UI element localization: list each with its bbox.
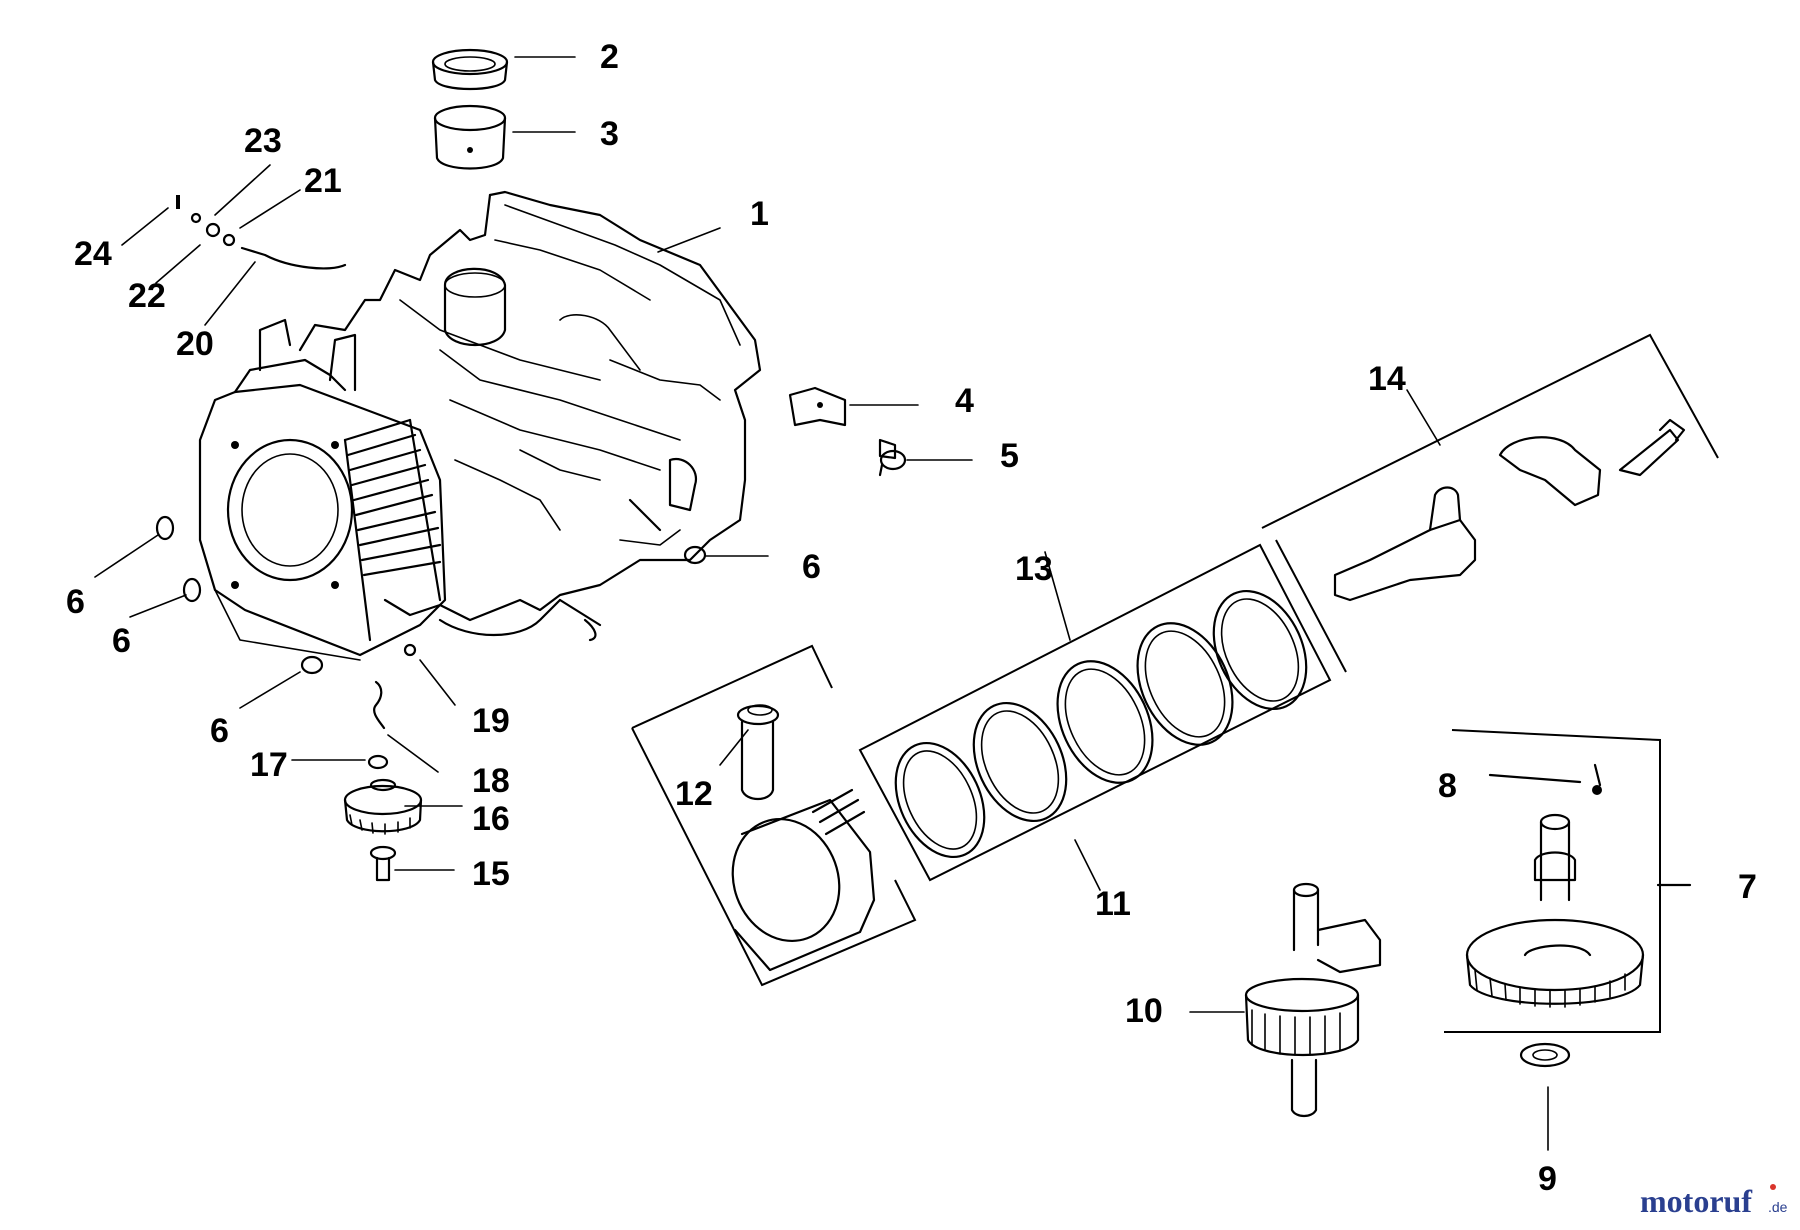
callout-10: 10 [1125, 992, 1163, 1030]
callout-14: 14 [1368, 360, 1406, 398]
callout-8: 8 [1438, 767, 1457, 805]
callout-9: 9 [1538, 1160, 1557, 1198]
callout-4: 4 [955, 382, 974, 420]
callout-16: 16 [472, 800, 510, 838]
camshaft-group [1444, 729, 1692, 1068]
connecting-rod-group [1261, 333, 1719, 673]
callout-11: 11 [1095, 885, 1131, 923]
callout-24: 24 [74, 235, 112, 273]
leader-lines [94, 56, 1549, 1151]
governor-parts-drawings [343, 643, 423, 882]
callout-2: 2 [600, 38, 619, 76]
crankcase-drawing [198, 190, 762, 661]
plug-drawings [155, 515, 707, 675]
callout-6-right: 6 [802, 548, 821, 586]
callout-17: 17 [250, 746, 288, 784]
watermark-logo: motoruf .de [1640, 1183, 1788, 1219]
callout-19: 19 [472, 702, 510, 740]
callout-18: 18 [472, 762, 510, 800]
callout-12: 12 [675, 775, 713, 813]
callout-labels: 2 3 1 4 5 6 6 6 6 19 18 17 16 15 23 21 2… [66, 38, 1757, 1198]
watermark-brand: motoruf [1640, 1183, 1752, 1219]
piston-rings-group [858, 543, 1332, 882]
callout-6-left-top: 6 [66, 583, 85, 621]
watermark-dot [1770, 1184, 1776, 1190]
bracket-and-fitting-drawings [788, 386, 907, 477]
callout-23: 23 [244, 122, 282, 160]
bearing-sleeve-drawings [431, 48, 509, 170]
callout-20: 20 [176, 325, 214, 363]
callout-1: 1 [750, 195, 769, 233]
callout-13: 13 [1015, 550, 1053, 588]
callout-15: 15 [472, 855, 510, 893]
callout-6-left-bottom: 6 [210, 712, 229, 750]
callout-7: 7 [1738, 868, 1757, 906]
piston-group [631, 644, 917, 987]
callout-22: 22 [128, 277, 166, 315]
callout-21: 21 [304, 162, 342, 200]
watermark-suffix: .de [1768, 1199, 1788, 1215]
callout-5: 5 [1000, 437, 1019, 475]
callout-3: 3 [600, 115, 619, 153]
callout-6-left-mid: 6 [112, 622, 131, 660]
crankshaft-drawing [1244, 882, 1382, 1118]
dipstick-parts-drawings [176, 195, 347, 270]
